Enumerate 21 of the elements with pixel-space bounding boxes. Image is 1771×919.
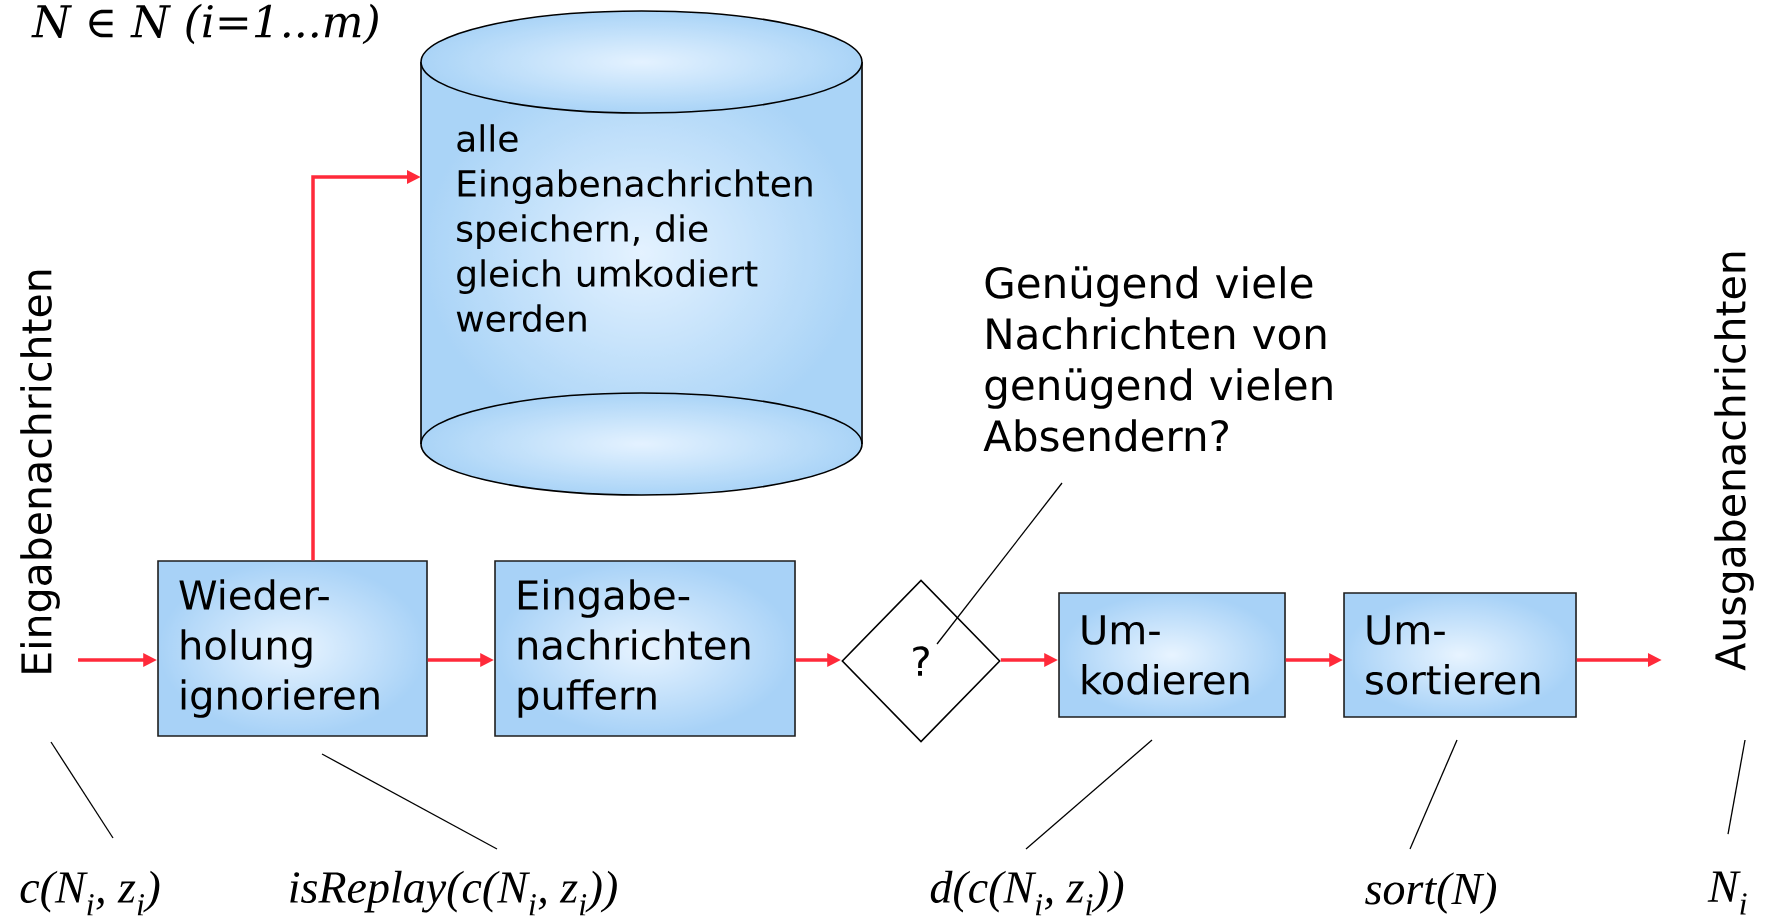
leader-line — [1727, 739, 1746, 835]
process-box: Eingabe- nachrichten puffern — [494, 560, 796, 737]
formula-label: c(N$_{i}$, z$_{i}$) — [20, 870, 160, 916]
leader-line — [50, 741, 114, 839]
rotated-label: Ausgabenachrichten — [1714, 252, 1754, 671]
leader-line — [1025, 739, 1153, 850]
leader-line — [1409, 739, 1458, 850]
leader-line — [936, 482, 1063, 645]
formula-label: isReplay(c(N$_{i}$, z$_{i}$)) — [290, 870, 617, 916]
question-text: Genügend viele Nachrichten von genügend vielen Absendern? — [983, 266, 1332, 452]
formula-label: N ∈ N (i=1...m) — [31, 3, 378, 45]
rotated-label: Eingabenachrichten — [20, 270, 60, 673]
formula-label: sort(N) — [1365, 872, 1497, 914]
process-box: Um- kodieren — [1058, 592, 1286, 718]
formula-label: d(c(N$_{i}$, z$_{i}$)) — [930, 870, 1124, 916]
process-box: Um- sortieren — [1343, 592, 1577, 718]
leader-line — [321, 753, 498, 850]
node-label: alle Eingabenachrichten speichern, die gleich umkodiert werden — [456, 124, 812, 333]
process-box: Wieder- holung ignorieren — [157, 560, 428, 737]
database-cylinder: alle Eingabenachrichten speichern, die gleich umkodiert werden — [420, 10, 863, 496]
formula-label: N$_{i}$ — [1707, 871, 1747, 915]
